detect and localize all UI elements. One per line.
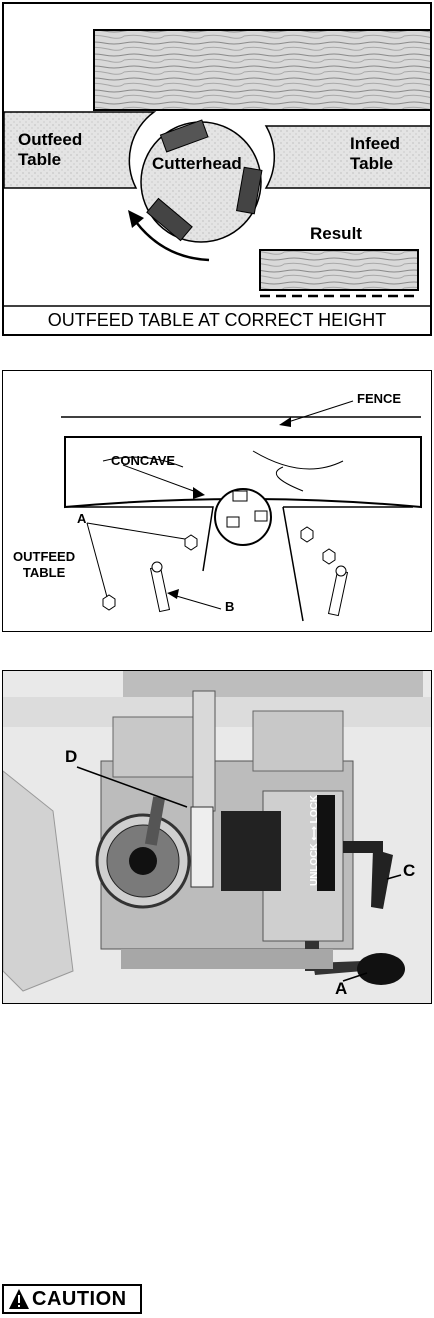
callout-d-label: D bbox=[65, 747, 78, 766]
callout-a-label-3: A bbox=[335, 979, 348, 998]
callout-b-label: B bbox=[225, 599, 235, 614]
fence-label: FENCE bbox=[357, 391, 402, 406]
figure-concave-fence: FENCE CONCAVE A OUTFEED TABLE B bbox=[2, 370, 432, 632]
callout-a-label: A bbox=[77, 511, 87, 526]
jack-bolt-1 bbox=[149, 561, 171, 613]
callout-c-label: C bbox=[403, 861, 416, 880]
infeed-table-label: Infeed Table bbox=[350, 134, 401, 173]
rotation-arrowhead bbox=[128, 210, 144, 228]
lock-plate-text: UNLOCK ⟷ LOCK bbox=[309, 795, 320, 886]
outfeed-table-shape bbox=[4, 111, 157, 189]
knife-left bbox=[146, 197, 193, 242]
figure-caption: OUTFEED TABLE AT CORRECT HEIGHT bbox=[47, 310, 387, 330]
depth-scale bbox=[190, 806, 214, 888]
result-board bbox=[259, 249, 419, 291]
caution-text: CAUTION bbox=[32, 1287, 127, 1310]
hex-nut-2 bbox=[102, 594, 116, 611]
rotation-arrow bbox=[135, 221, 210, 262]
jack-bolt-2 bbox=[327, 565, 349, 617]
workpiece-board bbox=[93, 29, 430, 111]
outfeed-table-edge bbox=[65, 506, 214, 572]
knife-top bbox=[159, 119, 209, 153]
jointer-photo-illustration bbox=[3, 671, 431, 1003]
caution-badge: CAUTION bbox=[2, 1284, 142, 1314]
outfeed-diagram bbox=[4, 29, 430, 307]
infeed-table-edge bbox=[282, 506, 413, 622]
lever-knob-a bbox=[357, 953, 405, 985]
warning-triangle-icon bbox=[9, 1289, 29, 1309]
lock-lever-c bbox=[371, 849, 393, 909]
hex-nut-1 bbox=[184, 534, 198, 551]
concave-diagram bbox=[61, 400, 422, 622]
outfeed-table-label-2: OUTFEED TABLE bbox=[13, 549, 76, 580]
cutterhead-label: Cutterhead bbox=[152, 154, 242, 173]
figure-table-lock-photo: D C A UNLOCK ⟷ LOCK bbox=[2, 670, 432, 1004]
concave-label: CONCAVE bbox=[111, 453, 176, 468]
outfeed-table-label: Outfeed Table bbox=[18, 130, 83, 169]
figure-outfeed-height: Outfeed Table Cutterhead Infeed Table Re… bbox=[2, 2, 432, 336]
cutterhead-small bbox=[214, 488, 272, 546]
knife-right bbox=[235, 166, 263, 215]
hex-nut-4 bbox=[322, 548, 336, 565]
result-label: Result bbox=[310, 224, 362, 243]
hex-nut-3 bbox=[300, 526, 314, 543]
infeed-table-shape bbox=[264, 125, 430, 189]
